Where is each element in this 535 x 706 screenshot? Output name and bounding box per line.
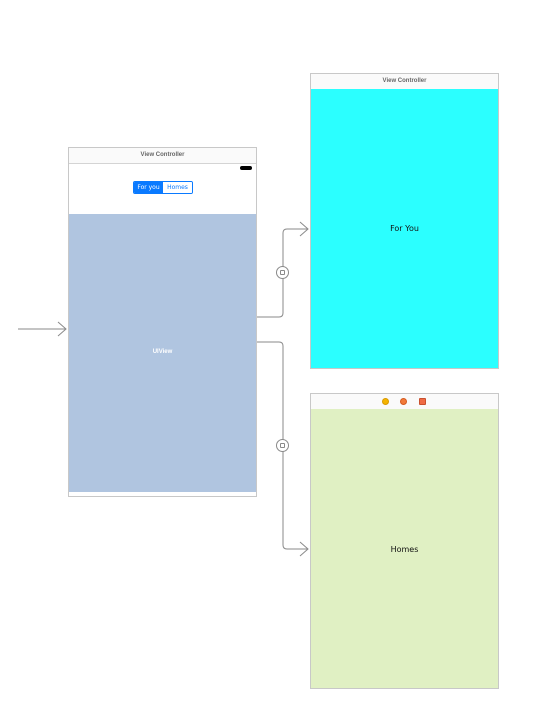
homes-scene[interactable]: Homes: [310, 393, 499, 689]
segmented-control[interactable]: For you Homes: [133, 181, 193, 194]
embed-segue-glyph: [280, 443, 285, 448]
for-you-content-view[interactable]: For You: [311, 89, 498, 368]
first-responder-icon[interactable]: [400, 398, 407, 405]
scene-title[interactable]: View Controller: [69, 148, 256, 164]
segment-for-you[interactable]: For you: [134, 182, 163, 193]
segment-homes[interactable]: Homes: [163, 182, 192, 193]
embed-segue-icon[interactable]: [276, 266, 289, 279]
container-view-label: UIView: [152, 349, 173, 355]
container-view[interactable]: UIView: [69, 214, 256, 492]
view-controller-icon[interactable]: [382, 398, 389, 405]
for-you-scene[interactable]: View Controller For You: [310, 73, 499, 369]
scene-title[interactable]: View Controller: [311, 74, 498, 90]
for-you-label: For You: [390, 224, 419, 233]
battery-indicator-icon: [240, 166, 252, 170]
homes-content-view[interactable]: Homes: [311, 409, 498, 688]
homes-label: Homes: [390, 545, 419, 554]
main-view-controller-scene[interactable]: View Controller For you Homes UIView: [68, 147, 257, 497]
embed-segue-icon[interactable]: [276, 439, 289, 452]
embed-segue-glyph: [280, 270, 285, 275]
scene-dock[interactable]: [311, 394, 498, 410]
initial-view-controller-arrow[interactable]: [18, 321, 67, 337]
exit-icon[interactable]: [419, 398, 426, 405]
